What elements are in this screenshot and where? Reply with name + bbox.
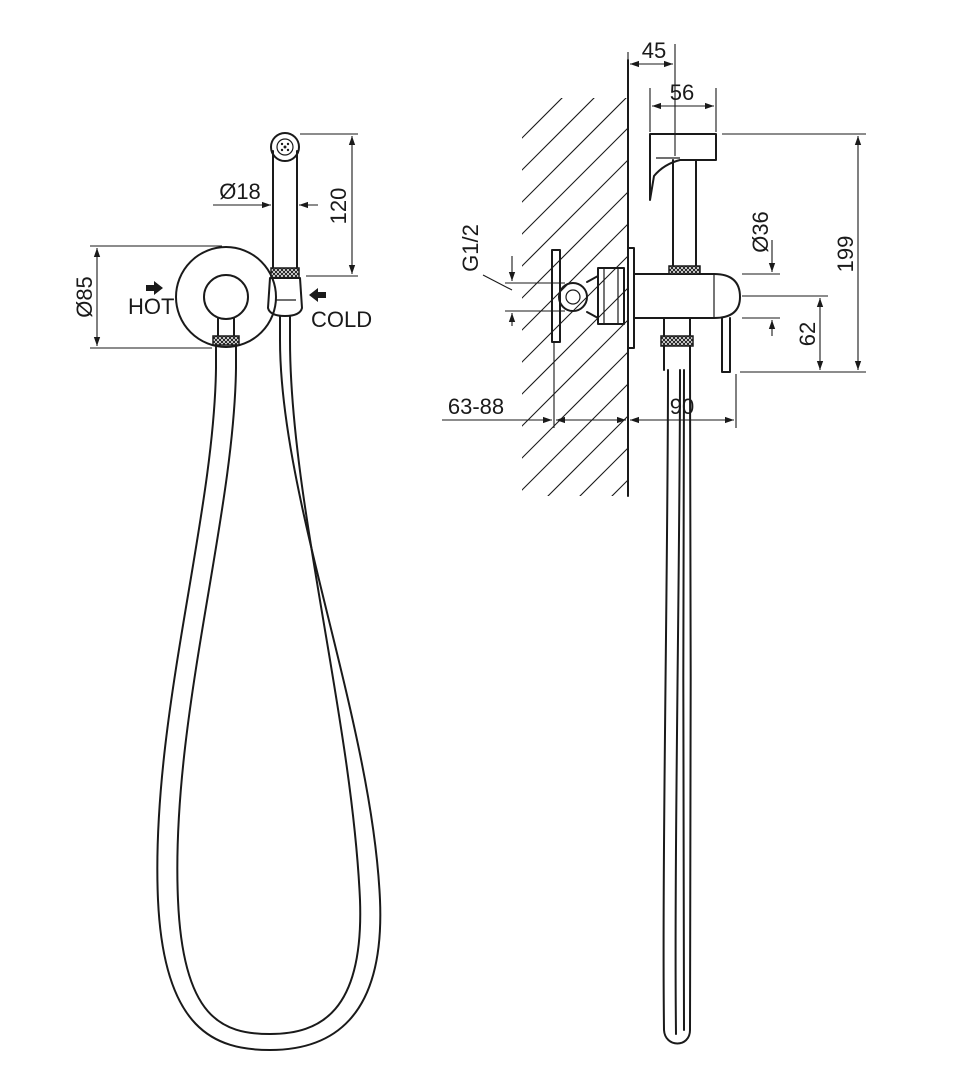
hose-connector-knurl bbox=[212, 335, 240, 346]
dim-projection: 90 bbox=[670, 394, 694, 419]
dim-wall-to-plate: 45 bbox=[642, 38, 666, 63]
dim-diameter-handset: Ø18 bbox=[219, 179, 261, 204]
holder-stem bbox=[672, 159, 697, 275]
hose-top bbox=[279, 315, 291, 341]
handset-head-side bbox=[649, 133, 717, 201]
label-cold: COLD bbox=[311, 307, 372, 332]
dim-ext-handset-height bbox=[300, 133, 358, 277]
hose-connector bbox=[215, 344, 237, 369]
outlet-knurl bbox=[660, 335, 694, 347]
hot-arrow-icon bbox=[146, 281, 163, 295]
handset-knurl-ring bbox=[270, 267, 300, 279]
dim-outlet-height: 62 bbox=[795, 322, 820, 346]
mixer-body-side bbox=[633, 273, 741, 319]
wall-plate-circle bbox=[175, 246, 277, 348]
spray-nozzle-icon bbox=[276, 138, 294, 156]
dim-height-handset: 120 bbox=[326, 188, 351, 225]
dim-diameter-plate: Ø85 bbox=[72, 276, 97, 318]
dim-diameter-body: Ø36 bbox=[748, 211, 773, 253]
side-wall-plate bbox=[627, 247, 635, 349]
valve-body bbox=[597, 267, 625, 325]
outlet-side bbox=[663, 317, 691, 337]
dim-total-height: 199 bbox=[833, 236, 858, 273]
dim-thread: G1/2 bbox=[458, 224, 483, 272]
handset-body bbox=[272, 150, 298, 269]
thread-connector bbox=[558, 282, 588, 312]
mixer-knob bbox=[203, 274, 249, 320]
handset-head bbox=[270, 132, 300, 162]
label-hot: HOT bbox=[128, 294, 174, 319]
handset-holder bbox=[267, 277, 303, 317]
dim-install-depth: 63-88 bbox=[448, 394, 504, 419]
knob-lever bbox=[217, 317, 235, 337]
hose-side-outer bbox=[662, 369, 692, 1045]
dim-head-length: 56 bbox=[670, 80, 694, 105]
cold-arrow-icon bbox=[309, 288, 326, 302]
dim-ext-plate bbox=[90, 245, 222, 349]
hose-loop-outer bbox=[156, 339, 382, 1051]
lever-side bbox=[721, 317, 731, 373]
wall-hatching bbox=[522, 98, 628, 496]
hose-loop-inner bbox=[176, 339, 362, 1035]
front-view: Ø85 Ø18 120 HOT COLD bbox=[72, 132, 382, 1051]
side-view: 45 56 199 Ø36 62 G1/2 63-88 90 bbox=[442, 38, 866, 1045]
